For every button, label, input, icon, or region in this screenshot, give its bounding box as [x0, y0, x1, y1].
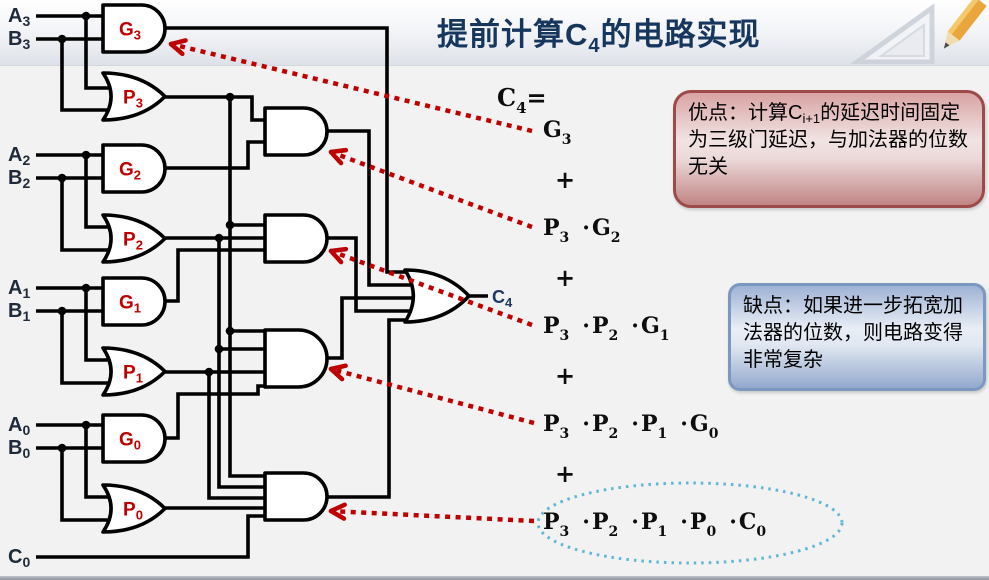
formula-arrow-3	[330, 248, 533, 328]
wire	[165, 384, 274, 440]
formula-term-4: P3·P2·P1·G0	[543, 411, 719, 442]
P0-or-gate	[101, 483, 167, 534]
and-p3p2p1g0	[263, 328, 329, 389]
wire	[84, 155, 112, 229]
and-dot: ·	[582, 313, 590, 339]
formula-lhs: C4=	[497, 83, 547, 117]
input-label-A1: A1	[8, 277, 30, 301]
junction-dot	[225, 92, 235, 102]
and-p3g2	[263, 106, 329, 157]
junction-dot	[57, 173, 67, 183]
arrowhead	[328, 502, 347, 514]
arrowhead	[328, 246, 349, 254]
input-label-A0: A0	[8, 414, 30, 438]
and-dot: ·	[680, 509, 688, 535]
G2-and-gate	[101, 143, 167, 194]
and-dot: ·	[631, 411, 639, 437]
wire	[327, 129, 424, 287]
and-dot: ·	[582, 509, 590, 535]
formula-term-2: P3·G2	[543, 215, 621, 246]
arrowhead	[328, 147, 349, 155]
and-dot: ·	[631, 313, 639, 339]
plus-sign: +	[555, 263, 576, 292]
plus-sign: +	[555, 361, 576, 390]
wire	[327, 296, 424, 360]
input-label-A2: A2	[8, 144, 30, 168]
and-p3p2p1p0c0	[263, 471, 329, 522]
wire	[84, 425, 112, 499]
junction-dot	[225, 326, 235, 336]
formula-term-1: G3	[543, 117, 572, 148]
drafting-tools-art	[849, 0, 987, 64]
junction-dot	[214, 344, 224, 354]
plus-sign: +	[555, 459, 576, 488]
wire	[36, 514, 274, 559]
and-p3p2g1	[263, 213, 329, 264]
formula-arrow-2	[330, 149, 533, 230]
wire	[165, 248, 274, 303]
wire	[60, 178, 112, 252]
wire	[84, 16, 112, 90]
junction-dot	[57, 306, 67, 316]
G3-and-gate	[101, 3, 167, 54]
input-label-C0: C0	[8, 546, 30, 570]
and-dot: ·	[680, 411, 688, 437]
wire	[165, 140, 274, 170]
plus-sign: +	[555, 165, 576, 194]
page-title: 提前计算C4的电路实现	[437, 17, 761, 57]
title-subscript: 4	[588, 35, 601, 57]
disadvantage-callout: 缺点：如果进一步拓宽加法器的位数，则电路变得非常复杂	[728, 283, 986, 391]
wire	[327, 236, 424, 313]
arrowhead	[168, 38, 188, 47]
formula-term-5: P3·P2·P1·P0·C0	[543, 509, 767, 540]
input-label-B0: B0	[8, 437, 30, 461]
junction-dot	[57, 443, 67, 453]
wire	[207, 372, 274, 500]
formula-expansion: G3 + P3·G2 + P3·P2·G1 + P3·P2·P1·G0 + P3·P2·P1·P…	[543, 106, 770, 547]
formula-term-3: P3·P2·G1	[543, 313, 670, 344]
junction-dot	[81, 150, 91, 160]
input-label-A3: A3	[8, 5, 30, 29]
and-dot: ·	[631, 509, 639, 535]
and-dot: ·	[582, 411, 590, 437]
input-label-B3: B3	[8, 28, 30, 52]
input-label-B2: B2	[8, 167, 30, 191]
wire	[60, 311, 112, 385]
wire	[84, 288, 112, 362]
junction-dot	[81, 420, 91, 430]
and-dot: ·	[729, 509, 737, 535]
wire	[60, 39, 112, 112]
formula-arrow-1	[170, 41, 533, 134]
wire	[217, 238, 274, 489]
P2-or-gate	[101, 213, 167, 264]
formula-arrow-4	[330, 366, 535, 426]
output-label-C4: C4	[492, 287, 513, 310]
highlight-ellipse	[536, 481, 844, 565]
junction-dot	[57, 34, 67, 44]
and-dot: ·	[582, 215, 590, 241]
subscript-i-plus-1: i+1	[802, 111, 821, 126]
bottom-edge-bar	[0, 576, 989, 580]
input-label-B1: B1	[8, 300, 30, 324]
junction-dot	[81, 283, 91, 293]
arrowhead	[328, 363, 348, 372]
junction-dot	[225, 220, 235, 230]
wire	[230, 95, 274, 122]
junction-dot	[81, 11, 91, 21]
P3-or-gate	[101, 71, 167, 122]
G1-and-gate	[101, 276, 167, 327]
junction-dot	[204, 367, 214, 377]
pencil-icon	[943, 0, 987, 49]
junction-dot	[214, 233, 224, 243]
wire	[60, 448, 112, 522]
advantage-callout: 优点：计算Ci+1的延迟时间固定为三级门延迟，与加法器的位数无关	[673, 90, 985, 208]
formula-arrow-5	[330, 508, 535, 524]
G0-and-gate	[101, 413, 167, 464]
P1-or-gate	[101, 346, 167, 397]
